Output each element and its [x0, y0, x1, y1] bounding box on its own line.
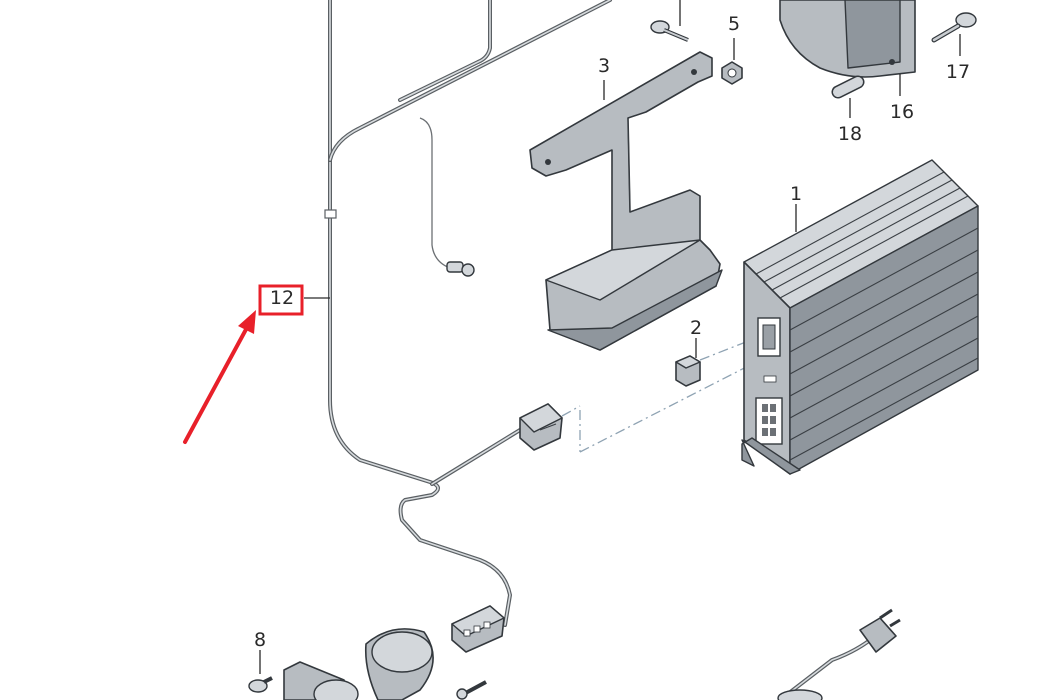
callout-8: 8	[254, 629, 266, 651]
harness-connector-a	[519, 403, 563, 451]
callout-2: 2	[690, 317, 702, 339]
screw-part-top	[650, 20, 689, 42]
nut-part-5	[721, 61, 743, 85]
screw-part-8	[248, 676, 273, 693]
housing-part-16	[779, 0, 916, 78]
wire-clip	[324, 209, 337, 219]
relay-clip	[675, 355, 701, 387]
front-plug-socket	[755, 397, 783, 445]
callout-5: 5	[728, 13, 740, 35]
wiring-harness	[324, 0, 612, 627]
harness-connector-b	[451, 605, 505, 653]
highlight-box	[258, 284, 304, 316]
power-cable	[777, 608, 901, 700]
callout-1: 1	[790, 183, 802, 205]
callout-12: 12	[270, 287, 294, 309]
callout-17: 17	[946, 61, 970, 83]
screw-part-17	[931, 12, 977, 43]
cooling-fins	[755, 171, 979, 461]
socket-holder	[283, 661, 359, 700]
callout-16: 16	[890, 101, 914, 123]
small-pin-bottom	[456, 680, 487, 700]
socket-ring	[364, 628, 434, 700]
ring-terminal	[446, 261, 475, 277]
control-unit	[741, 159, 979, 475]
mounting-bracket	[529, 51, 723, 351]
highlight-arrow	[183, 310, 256, 444]
front-socket	[757, 317, 781, 357]
callout-18: 18	[838, 123, 862, 145]
pin-part-18	[831, 75, 865, 99]
callout-3: 3	[598, 55, 610, 77]
